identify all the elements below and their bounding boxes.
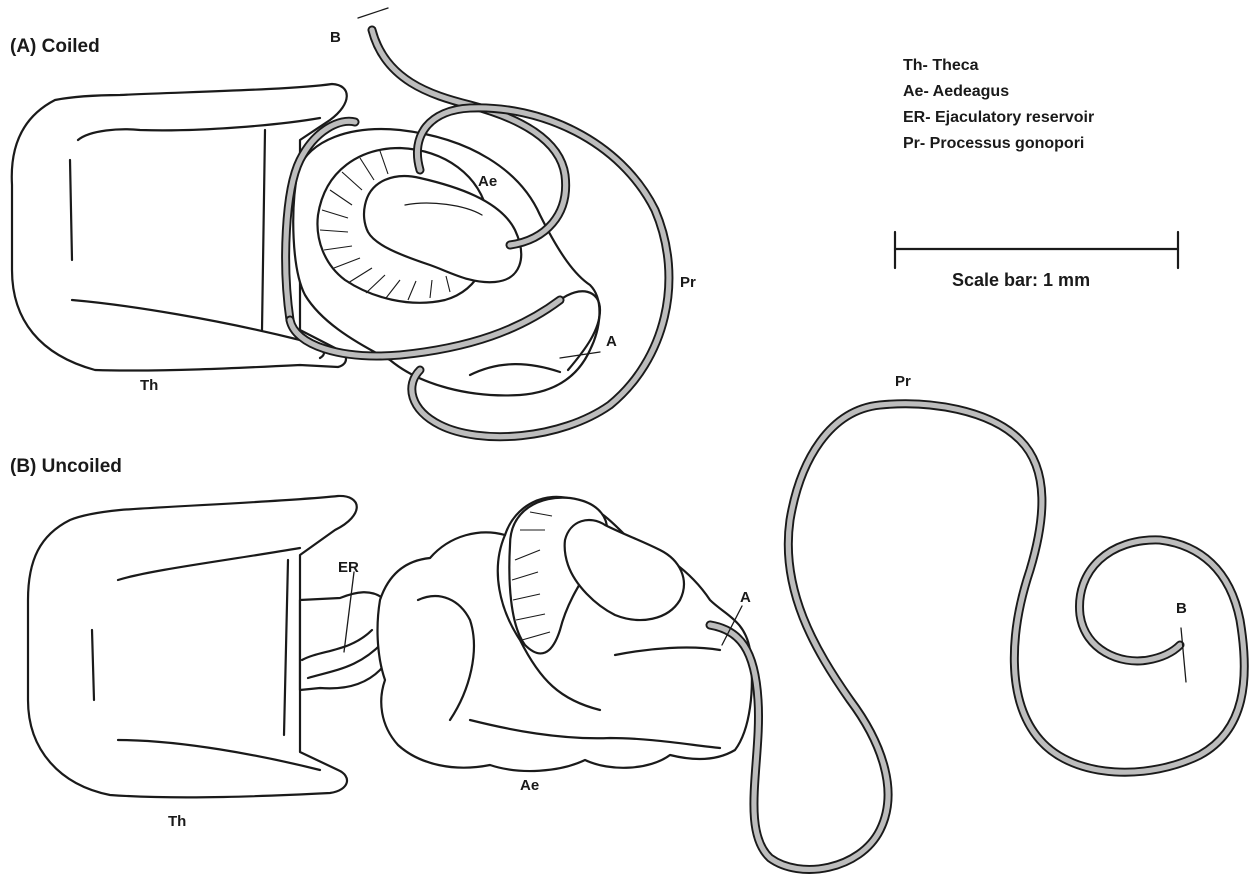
panel-a-title: (A) Coiled bbox=[10, 36, 100, 57]
legend-item-processus: Pr- Processus gonopori bbox=[903, 135, 1084, 152]
legend-item-theca: Th- Theca bbox=[903, 57, 979, 74]
panel-coiled: (A) Coiled bbox=[10, 8, 696, 437]
label-theca-coiled: Th bbox=[140, 377, 158, 394]
label-point-a-coiled: A bbox=[606, 333, 617, 350]
scale-bar: Scale bar: 1 mm bbox=[895, 232, 1178, 290]
processus-uncoiled-drawing bbox=[710, 404, 1244, 870]
aedeagus-uncoiled-drawing bbox=[378, 497, 752, 771]
panel-uncoiled: (B) Uncoiled bbox=[10, 373, 1244, 869]
label-aedeagus-coiled: Ae bbox=[478, 173, 497, 190]
legend-item-reservoir: ER- Ejaculatory reservoir bbox=[903, 109, 1094, 126]
label-aedeagus-uncoiled: Ae bbox=[520, 777, 539, 794]
label-point-b-uncoiled: B bbox=[1176, 600, 1187, 617]
label-processus-uncoiled: Pr bbox=[895, 373, 911, 390]
label-point-a-uncoiled: A bbox=[740, 589, 751, 606]
panel-b-title: (B) Uncoiled bbox=[10, 456, 122, 477]
label-reservoir: ER bbox=[338, 559, 359, 576]
legend: Th- Theca Ae- Aedeagus ER- Ejaculatory r… bbox=[903, 57, 1094, 152]
label-theca-uncoiled: Th bbox=[168, 813, 186, 830]
legend-item-aedeagus: Ae- Aedeagus bbox=[903, 83, 1009, 100]
scale-bar-label: Scale bar: 1 mm bbox=[952, 270, 1090, 290]
label-point-b-coiled: B bbox=[330, 29, 341, 46]
label-processus-coiled: Pr bbox=[680, 274, 696, 291]
